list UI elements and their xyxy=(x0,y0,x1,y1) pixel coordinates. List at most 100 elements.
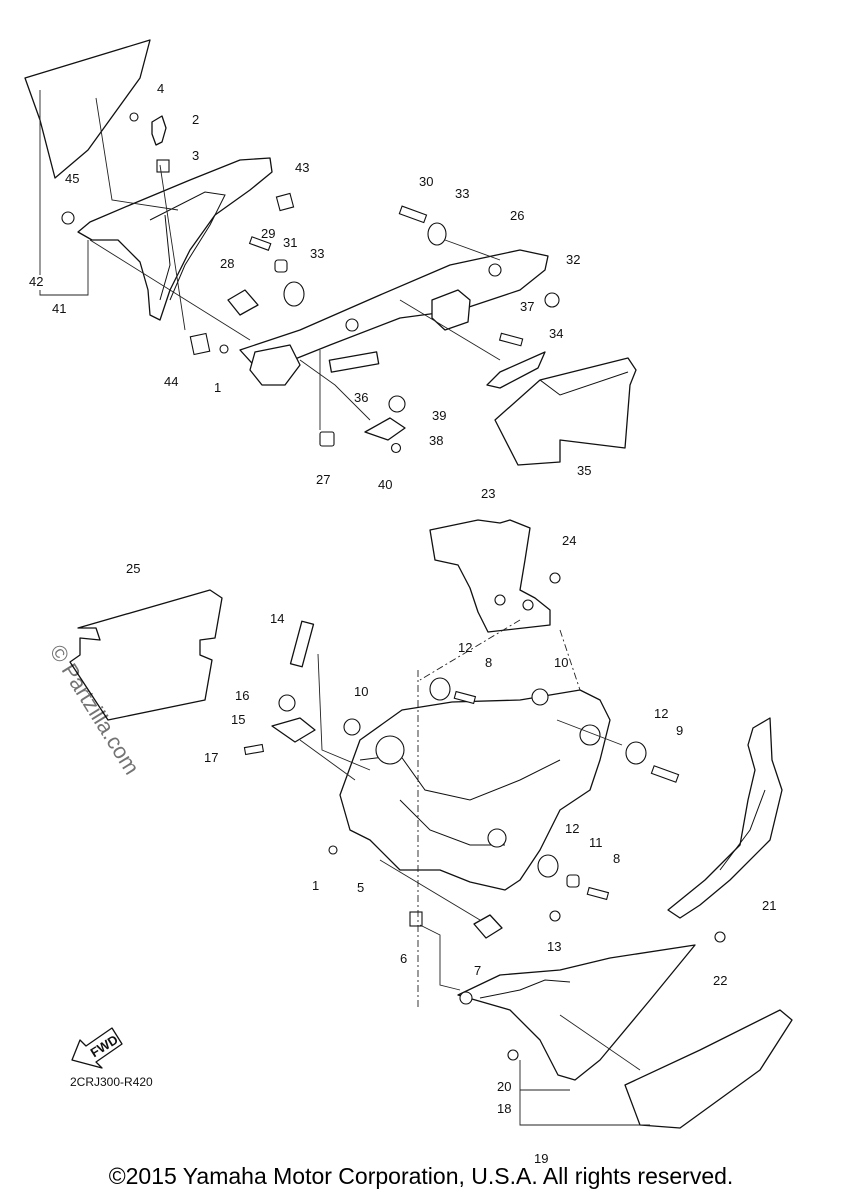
part-10-collar-right xyxy=(531,688,549,706)
leader-34 xyxy=(399,299,501,361)
leader-6 xyxy=(419,924,461,991)
part-25-cover-plate xyxy=(69,589,223,721)
part-33-grommet-lower xyxy=(283,281,305,307)
part-39-grommet xyxy=(388,395,406,413)
fwd-arrow: FWD xyxy=(71,1027,123,1069)
leader-41 xyxy=(39,240,89,296)
callout-33-38: 33 xyxy=(310,246,324,261)
callout-24-28: 24 xyxy=(562,533,576,548)
part-5-cutout xyxy=(375,735,405,765)
callout-22-26: 22 xyxy=(713,973,727,988)
callout-18-22: 18 xyxy=(497,1101,511,1116)
callout-20-24: 20 xyxy=(497,1079,511,1094)
callout-5-5: 5 xyxy=(357,880,364,895)
part-8-bolt-b xyxy=(586,886,610,901)
callout-25-29: 25 xyxy=(126,561,140,576)
part-44-pad xyxy=(189,332,211,356)
part-5-cutout-lower xyxy=(487,828,507,848)
part-40-screw xyxy=(390,442,402,454)
part-35-side-cover-right xyxy=(494,357,637,466)
leader-19 xyxy=(519,1060,650,1126)
callout-37-42: 37 xyxy=(520,299,534,314)
part-38-bracket xyxy=(364,417,406,441)
part-43-nut xyxy=(275,192,295,212)
callout-29-33: 29 xyxy=(261,226,275,241)
part-26-mount-block xyxy=(431,289,471,331)
part-13-nut xyxy=(549,910,561,922)
callout-32-36: 32 xyxy=(566,252,580,267)
leader-41-b xyxy=(89,239,251,341)
leader-42 xyxy=(95,97,179,211)
callout-12-14: 12 xyxy=(458,640,472,655)
callout-30-34: 30 xyxy=(419,174,433,189)
callout-42-47: 42 xyxy=(29,274,43,289)
part-21-side-guard xyxy=(667,717,783,919)
part-42-side-cover-left xyxy=(24,39,151,179)
part-22-screw xyxy=(714,931,726,943)
callout-16-20: 16 xyxy=(235,688,249,703)
part-19-emblem-panel xyxy=(624,1009,793,1129)
callout-43-48: 43 xyxy=(295,160,309,175)
part-23-inner-bracket xyxy=(429,519,551,633)
callout-34-39: 34 xyxy=(549,326,563,341)
part-35-edge xyxy=(539,371,629,396)
part-36-pad xyxy=(328,351,380,373)
callout-11-13: 11 xyxy=(589,835,603,850)
callout-21-25: 21 xyxy=(762,898,776,913)
part-1-screw-upper xyxy=(219,344,229,354)
callout-14-18: 14 xyxy=(270,611,284,626)
centerline-c xyxy=(559,629,581,691)
callout-1-1: 1 xyxy=(312,878,319,893)
part-12-grommet-a xyxy=(429,677,451,701)
part-29-bolt xyxy=(248,236,272,251)
callout-28-32: 28 xyxy=(220,256,234,271)
callout-45-50: 45 xyxy=(65,171,79,186)
part-7-clip xyxy=(473,914,503,939)
part-30-bolt xyxy=(398,205,428,224)
part-15-bracket xyxy=(271,717,316,743)
callout-3-3: 3 xyxy=(192,148,199,163)
part-33-grommet-upper xyxy=(427,222,447,246)
reference-code: 2CRJ300-R420 xyxy=(70,1075,153,1089)
part-21-edge xyxy=(719,789,766,871)
callout-1-0: 1 xyxy=(214,380,221,395)
part-45-bolt xyxy=(61,211,75,225)
callout-9-10: 9 xyxy=(676,723,683,738)
part-14-strip xyxy=(289,620,315,668)
part-31-collar xyxy=(274,259,288,273)
callout-31-35: 31 xyxy=(283,235,297,250)
part-12-grommet-c xyxy=(537,854,559,878)
part-32-nut xyxy=(544,292,560,308)
leader-15 xyxy=(299,739,356,781)
callout-44-49: 44 xyxy=(164,374,178,389)
part-9-bolt xyxy=(650,765,680,783)
callout-12-15: 12 xyxy=(654,706,668,721)
callout-6-6: 6 xyxy=(400,951,407,966)
callout-13-17: 13 xyxy=(547,939,561,954)
callout-27-31: 27 xyxy=(316,472,330,487)
part-26-hole-2 xyxy=(488,263,502,277)
callout-26-30: 26 xyxy=(510,208,524,223)
part-24-nut xyxy=(549,572,561,584)
part-23-hole-2 xyxy=(522,599,534,611)
callout-labels: 1123456788910101112121213141516171819202… xyxy=(29,81,776,1166)
part-4-screw xyxy=(129,112,139,122)
callout-15-19: 15 xyxy=(231,712,245,727)
callout-33-37: 33 xyxy=(455,186,469,201)
callout-23-27: 23 xyxy=(481,486,495,501)
part-8-bolt-a xyxy=(453,690,477,705)
callout-38-43: 38 xyxy=(429,433,443,448)
part-41-inner-rib xyxy=(159,214,171,301)
part-41-inner-edge xyxy=(149,191,226,301)
leader-12-b xyxy=(556,719,623,746)
part-11-collar xyxy=(566,874,580,888)
leader-33 xyxy=(444,239,501,261)
callout-4-4: 4 xyxy=(157,81,164,96)
callout-17-21: 17 xyxy=(204,750,218,765)
part-2-bracket xyxy=(151,115,167,146)
callout-8-8: 8 xyxy=(485,655,492,670)
callout-10-11: 10 xyxy=(354,684,368,699)
part-28-clip xyxy=(227,289,259,316)
